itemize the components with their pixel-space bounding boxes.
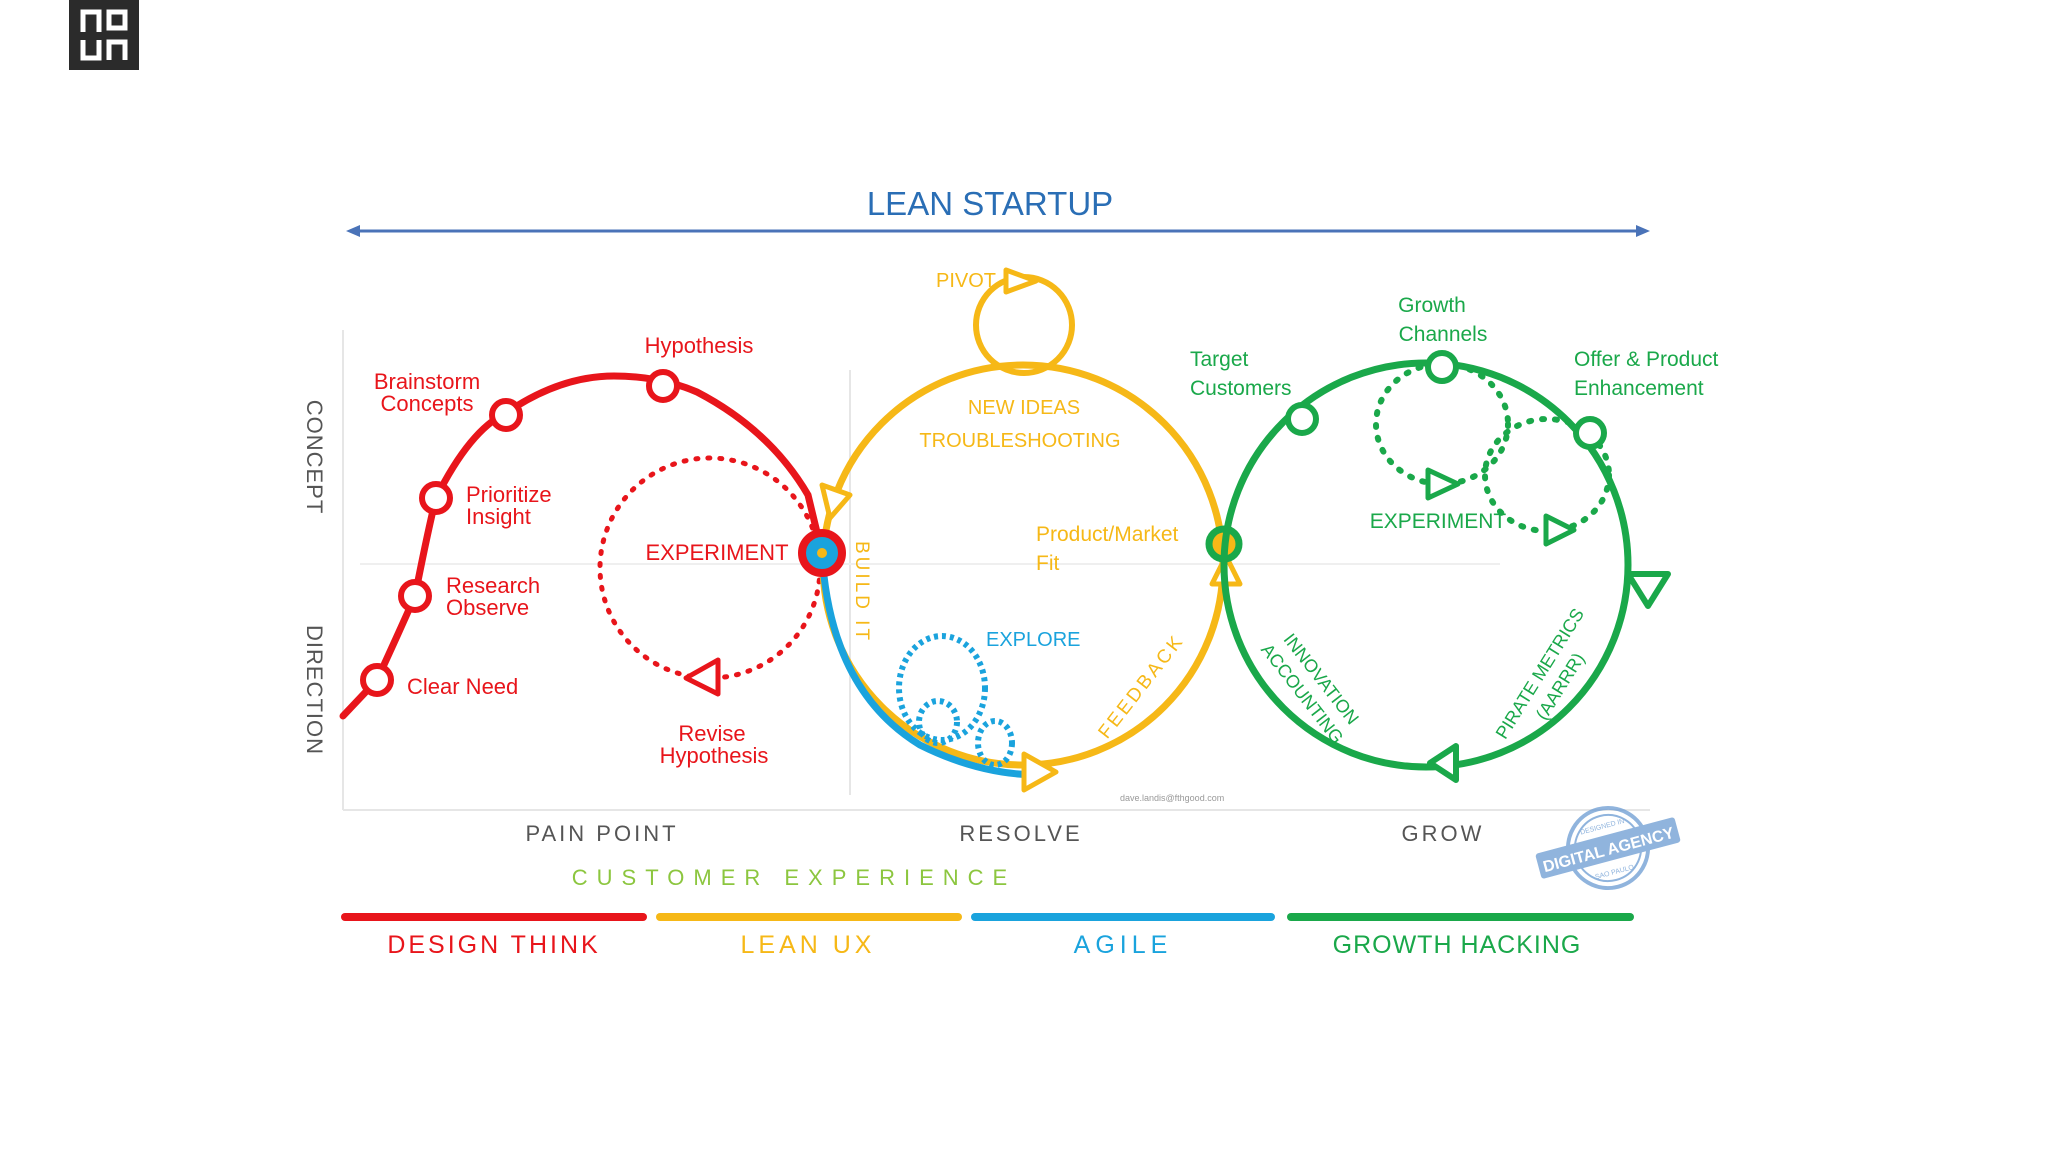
step-prioritize: Prioritize — [466, 482, 552, 507]
troubleshooting-label: TROUBLESHOOTING — [919, 430, 1120, 452]
node-offer-product — [1573, 416, 1607, 450]
growth-loop: Target Customers Growth Channels Offer &… — [1190, 294, 1719, 783]
design-think-nodes — [360, 369, 680, 697]
target-label-2: Customers — [1190, 377, 1292, 400]
growth-arrow-bottom-icon — [1427, 743, 1459, 783]
discipline-label-0: DESIGN THINK — [387, 931, 600, 959]
build-it-label: BUILD IT — [851, 541, 872, 643]
step-hypothesis: Hypothesis — [645, 333, 754, 358]
pivot-label: PIVOT — [936, 270, 996, 292]
lean-startup-arrow — [346, 225, 1650, 237]
customer-experience-label: CUSTOMER EXPERIENCE — [572, 865, 1016, 890]
lean-ux-loop: PIVOT NEW IDEAS TROUBLESHOOTING BUILD IT… — [798, 267, 1243, 803]
digital-agency-stamp: DIGITAL AGENCY DESIGNED IN SAO PAULO — [1535, 806, 1681, 890]
node-hypothesis — [646, 369, 680, 403]
growth-experiment-arrow-2-icon — [1543, 513, 1577, 547]
node-brainstorm — [489, 398, 523, 432]
growth-channels-label-2: Channels — [1399, 323, 1488, 346]
target-label: Target — [1190, 348, 1249, 371]
revise-label: Revise — [678, 721, 745, 746]
discipline-label-1: LEAN UX — [741, 931, 876, 959]
step-clear-need: Clear Need — [407, 674, 518, 699]
stage-pain-point: PAIN POINT — [525, 821, 678, 846]
offer-product-label: Offer & Product — [1574, 348, 1719, 371]
discipline-label-2: AGILE — [1074, 931, 1173, 959]
discipline-label-3: GROWTH HACKING — [1333, 931, 1582, 959]
growth-channels-label: Growth — [1398, 294, 1466, 317]
node-research — [398, 579, 432, 613]
diagram-frame — [342, 330, 1650, 811]
lean-ux-arrow-bottom-icon — [1021, 751, 1059, 793]
product-market-fit-label: Product/Market — [1036, 523, 1179, 546]
revise-label-2: Hypothesis — [660, 743, 769, 768]
experiment-label-red: EXPERIMENT — [645, 540, 788, 565]
credit-text: dave.landis@fthgood.com — [1120, 793, 1224, 803]
growth-nodes — [1285, 350, 1607, 450]
step-insight: Insight — [466, 504, 531, 529]
title: LEAN STARTUP — [867, 185, 1113, 222]
lean-ux-arrow-left-icon — [819, 482, 853, 521]
node-target-customers — [1285, 402, 1319, 436]
noun-logo-icon — [69, 0, 139, 70]
new-ideas-label: NEW IDEAS — [968, 397, 1080, 419]
step-brainstorm: Brainstorm — [374, 369, 480, 394]
growth-arrow-right-icon — [1625, 571, 1671, 609]
offer-product-label-2: Enhancement — [1574, 377, 1704, 400]
explore-label: EXPLORE — [986, 629, 1080, 651]
revise-arrow-icon — [683, 657, 721, 697]
experiment-dotted-circle — [597, 455, 823, 681]
build-it-blue-arc — [818, 552, 1041, 779]
axis-label-concept: CONCEPT — [302, 400, 327, 515]
stage-grow: GROW — [1402, 821, 1485, 846]
growth-experiment-label: EXPERIMENT — [1370, 510, 1507, 533]
step-research: Research — [446, 573, 540, 598]
explore-spirals — [896, 633, 1015, 768]
node-clear-need — [360, 663, 394, 697]
discipline-bars: DESIGN THINK LEAN UX AGILE GROWTH HACKING — [341, 913, 1634, 959]
node-prioritize — [419, 481, 453, 515]
pivot-arrow-icon — [1003, 267, 1039, 295]
step-observe: Observe — [446, 595, 529, 620]
stage-resolve: RESOLVE — [959, 821, 1082, 846]
product-market-fit-label-2: Fit — [1036, 552, 1059, 575]
step-concepts: Concepts — [381, 391, 474, 416]
design-think-loop: Clear Need Research Observe Prioritize I… — [339, 333, 826, 768]
axis-label-direction: DIRECTION — [302, 625, 327, 755]
growth-experiment-arrow-icon — [1425, 467, 1461, 501]
node-growth-channels — [1425, 350, 1459, 384]
